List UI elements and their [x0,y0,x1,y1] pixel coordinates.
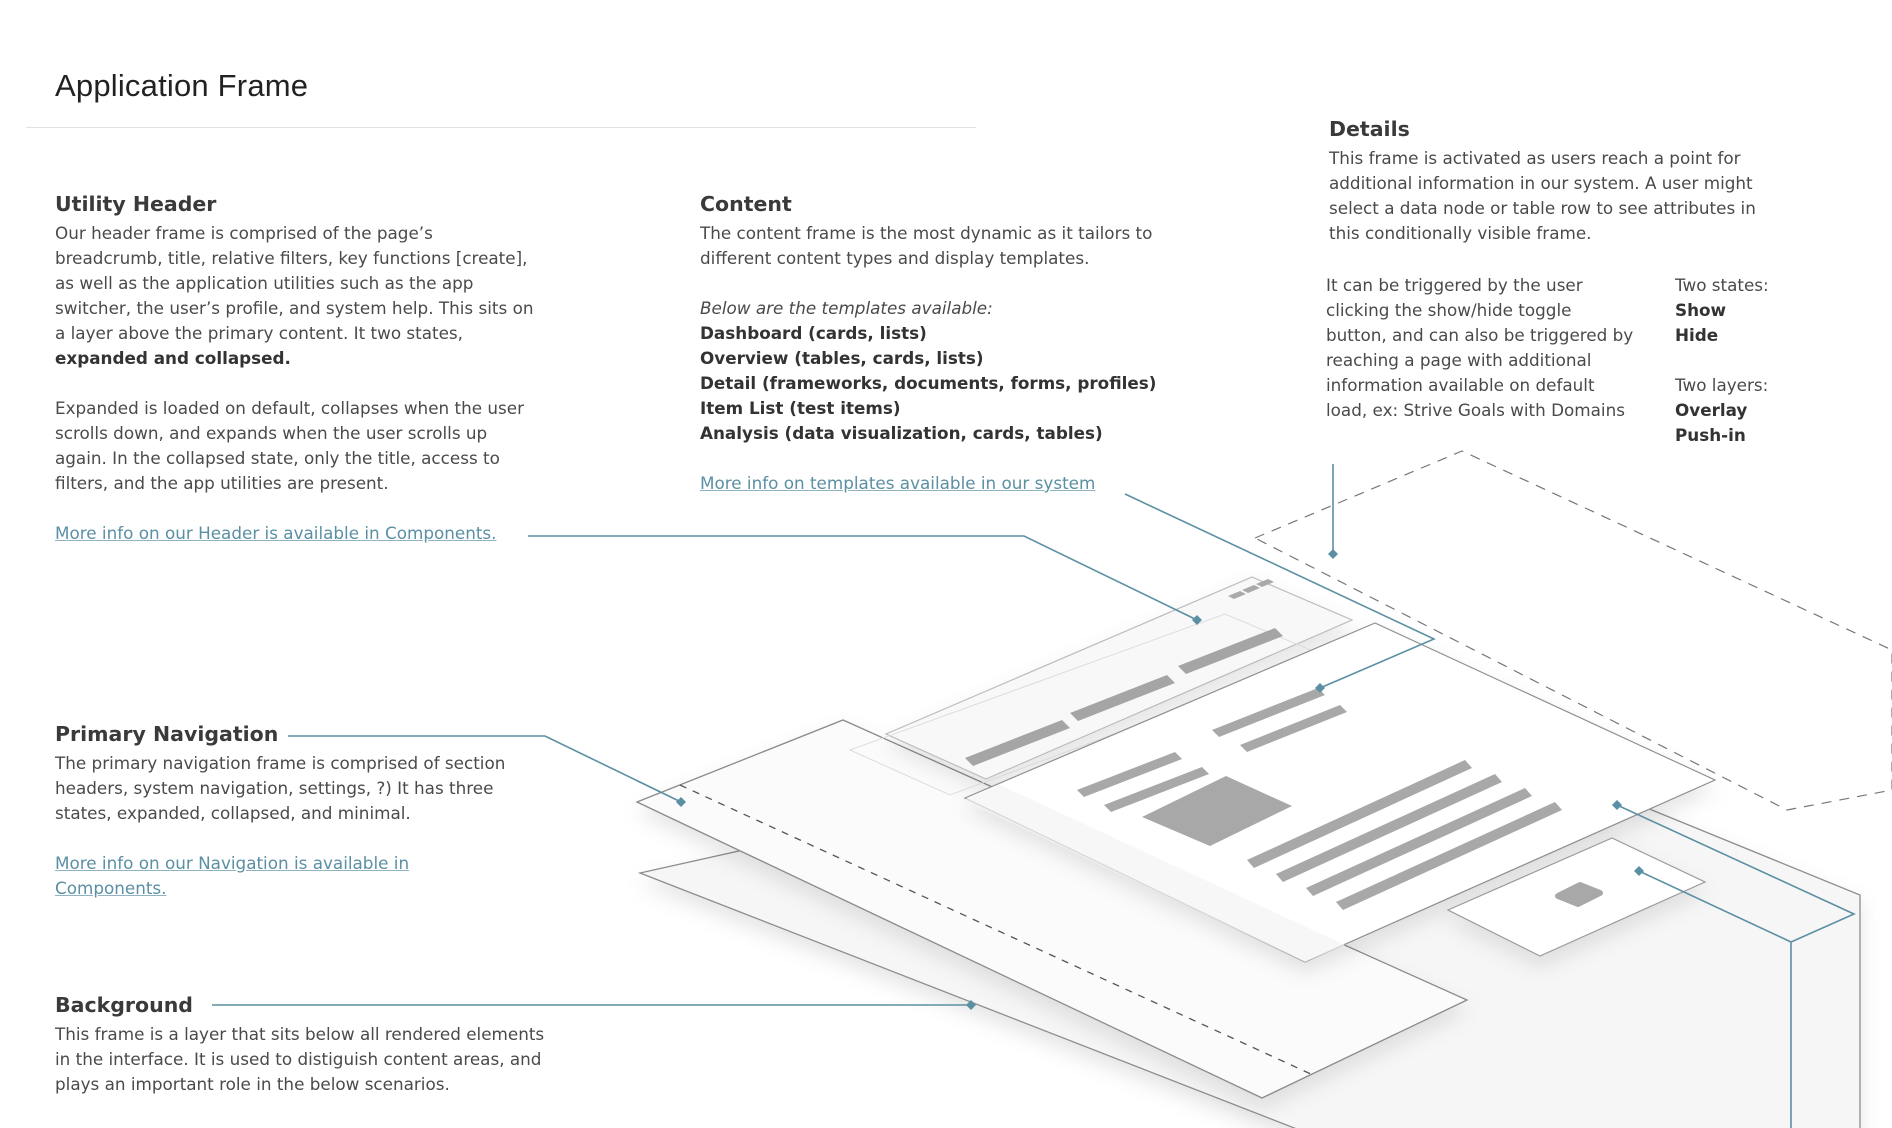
details-description: This frame is activated as users reach a… [1329,148,1756,243]
page-title: Application Frame [55,68,309,103]
content-bar-6 [1276,774,1502,882]
content-bar-7 [1306,788,1532,896]
details-heading: Details [1329,117,1410,141]
layer-push-in: Push-in [1675,425,1746,445]
navigation-components-link[interactable]: More info on our Navigation is available… [55,853,410,898]
templates-intro: Below are the templates available: [700,298,993,318]
content-bar-8 [1336,802,1562,910]
content-bar-4 [1104,767,1209,812]
background-leader-marker [966,1000,976,1010]
template-item: Overview (tables, cards, lists) [700,348,984,368]
app-utility-dot-2 [1242,585,1260,593]
primary-navigation-layer [635,719,1469,1099]
utility-header-states: expanded and collapsed. [55,348,291,368]
utility-header-layer [884,576,1354,780]
header-bar-2 [1070,675,1175,721]
app-utility-dot-3 [1256,579,1274,587]
title-divider [26,127,976,128]
background-heading: Background [55,993,193,1017]
template-item: Detail (frameworks, documents, forms, pr… [700,373,1157,393]
card-leader-line [1638,870,1792,943]
card-leader-marker [1634,866,1644,876]
app-utility-dot-1 [1228,591,1246,599]
header-bar-3 [1178,628,1283,674]
layer-overlay: Overlay [1675,400,1748,420]
navigation-leader-line [288,735,682,803]
right-leader-line [1616,804,1856,1128]
navigation-divider [679,784,1314,1076]
header-leader-line [528,535,1198,621]
details-trigger: It can be triggered by the user clicking… [1326,275,1634,420]
template-item: Item List (test items) [700,398,901,418]
utility-header-heading: Utility Header [55,192,217,216]
content-description: The content frame is the most dynamic as… [700,223,1153,268]
primary-navigation-description: The primary navigation frame is comprise… [55,753,506,823]
details-states-layers: Two states: Show Hide Two layers: Overla… [1675,273,1875,448]
templates-link[interactable]: More info on templates available in our … [700,473,1096,493]
details-card-chip [1555,882,1603,907]
content-panel-shade [963,785,1345,962]
content-image-placeholder [1142,776,1292,846]
content-bar-5 [1247,760,1472,868]
navigation-leader-marker [676,797,686,807]
content-heading: Content [700,192,792,216]
details-leader-marker [1328,549,1338,559]
background-description: This frame is a layer that sits below al… [55,1024,545,1094]
content-bar-1 [1212,688,1325,737]
primary-navigation-heading: Primary Navigation [55,722,279,746]
content-section: Content The content frame is the most dy… [700,190,1170,496]
header-bar-1 [965,720,1070,766]
content-leader-line [1124,493,1436,689]
header-leader-marker [1192,615,1202,625]
state-hide: Hide [1675,325,1719,345]
details-states-label: Two states: [1675,275,1769,295]
content-bar-3 [1077,752,1182,797]
utility-header-behavior: Expanded is loaded on default, collapses… [55,398,524,493]
right-leader-marker [1612,800,1622,810]
header-components-link[interactable]: More info on our Header is available in … [55,523,497,543]
primary-navigation-section: Primary Navigation The primary navigatio… [55,720,525,901]
background-section: Background This frame is a layer that si… [55,991,545,1097]
template-item: Dashboard (cards, lists) [700,323,927,343]
utility-header-section: Utility Header Our header frame is compr… [55,190,535,546]
content-leader-marker [1315,683,1325,693]
details-layers-label: Two layers: [1675,375,1769,395]
details-overlay-layer [1253,450,1892,811]
details-section: Details This frame is activated as users… [1329,115,1769,246]
template-item: Analysis (data visualization, cards, tab… [700,423,1103,443]
utility-header-description: Our header frame is comprised of the pag… [55,223,534,368]
state-show: Show [1675,300,1727,320]
content-bar-2 [1240,705,1347,752]
